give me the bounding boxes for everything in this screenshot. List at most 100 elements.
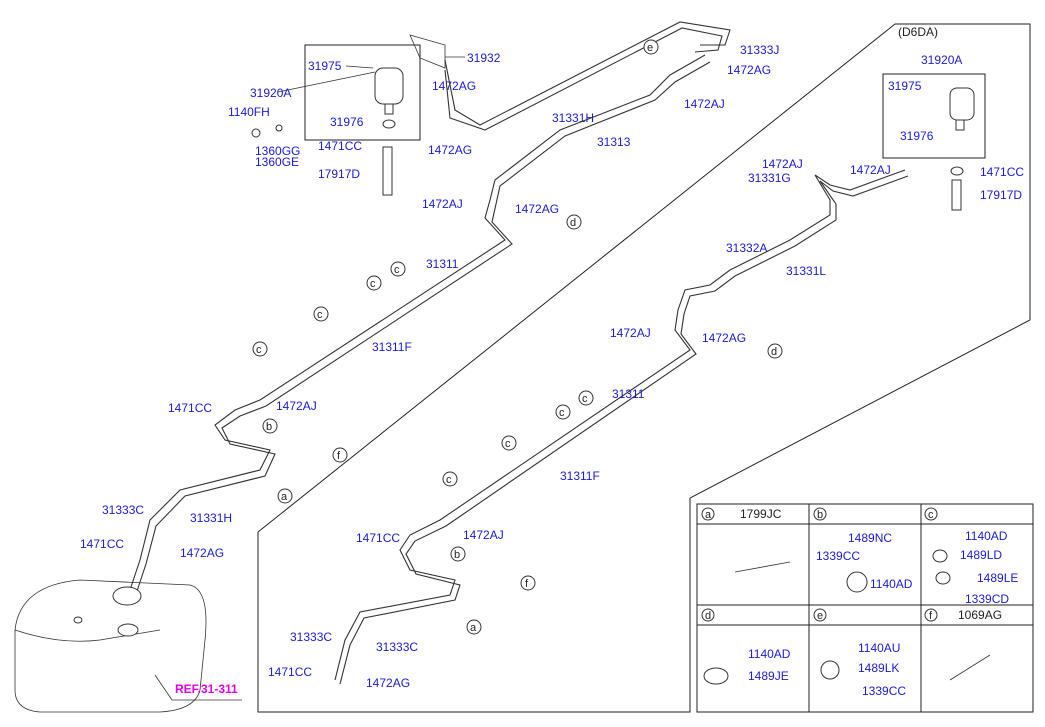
callout-a-2: a [466, 619, 482, 635]
label-31975-left: 31975 [308, 59, 342, 73]
label-31976-right: 31976 [900, 129, 934, 143]
svg-text:b: b [454, 549, 460, 561]
label-31976-left: 31976 [330, 115, 364, 129]
svg-text:a: a [705, 509, 712, 521]
callout-c-3: c [366, 275, 382, 291]
svg-text:d: d [705, 610, 711, 622]
label-1360ge: 1360GE [255, 155, 299, 169]
svg-text:e: e [647, 42, 653, 54]
callout-c-4: c [390, 261, 406, 277]
filter-bracket-box-right [882, 73, 986, 159]
svg-text:1489JE: 1489JE [748, 669, 789, 683]
ref-31-311: REF.31-311 [175, 682, 238, 696]
callout-b-2: b [450, 546, 466, 562]
label-31331g: 31331G [748, 171, 791, 185]
svg-text:a: a [281, 491, 288, 503]
svg-text:d: d [570, 217, 576, 229]
label-31331h-b: 31331H [190, 511, 232, 525]
label-31333j: 31333J [740, 43, 779, 57]
label-1471cc-c: 1471CC [80, 537, 124, 551]
svg-text:a: a [470, 622, 477, 634]
callout-d-2: d [767, 343, 783, 359]
callout-e-1: e [643, 39, 659, 55]
label-1472aj-r4: 1472AJ [463, 528, 504, 542]
legend-cell-d: d 1140AD 1489JE [701, 608, 791, 685]
svg-text:c: c [559, 407, 565, 419]
label-31920a-right: 31920A [921, 53, 962, 67]
svg-text:1339CD: 1339CD [965, 592, 1009, 606]
label-1472aj-r3: 1472AJ [610, 326, 651, 340]
legend-cell-f: f 1069AG [924, 608, 1002, 681]
svg-text:1489LE: 1489LE [977, 571, 1018, 585]
svg-text:1799JC: 1799JC [740, 507, 782, 521]
label-31311f-a: 31311F [372, 340, 412, 354]
svg-text:f: f [337, 450, 341, 462]
label-17917d-right: 17917D [980, 188, 1022, 202]
label-1472ag-c: 1472AG [727, 63, 771, 77]
svg-text:b: b [817, 509, 823, 521]
svg-text:1140AD: 1140AD [870, 577, 913, 591]
label-1472aj-c: 1472AJ [276, 399, 317, 413]
svg-text:e: e [817, 610, 823, 622]
callout-c-1: c [252, 341, 268, 357]
label-31311-a: 31311 [426, 257, 459, 271]
svg-text:1339CC: 1339CC [862, 684, 906, 698]
svg-text:c: c [446, 474, 452, 486]
svg-text:1140AU: 1140AU [858, 641, 900, 655]
svg-text:1069AG: 1069AG [958, 608, 1002, 622]
label-1471cc-r2: 1471CC [356, 531, 400, 545]
svg-text:1339CC: 1339CC [816, 549, 860, 563]
callout-a-1: a [277, 488, 293, 504]
label-31920a-left: 31920A [250, 86, 291, 100]
label-31333c-r1: 31333C [290, 630, 332, 644]
label-1472ag-a: 1472AG [432, 79, 476, 93]
label-1472ag-d: 1472AG [515, 202, 559, 216]
label-1360gg: 1360GG [255, 144, 300, 158]
svg-text:c: c [928, 509, 934, 521]
svg-text:1489LD: 1489LD [960, 548, 1002, 562]
svg-text:c: c [582, 393, 588, 405]
label-31311-r: 31311 [612, 387, 645, 401]
svg-text:d: d [771, 346, 777, 358]
svg-text:c: c [505, 438, 511, 450]
label-1472aj-b: 1472AJ [422, 197, 463, 211]
fuel-filter-right [949, 87, 975, 211]
callout-b-1: b [262, 418, 278, 434]
label-1140fh: 1140FH [228, 105, 270, 119]
label-1471cc-a: 1471CC [318, 139, 362, 153]
svg-text:1140AD: 1140AD [965, 529, 1008, 543]
label-31975-right: 31975 [888, 79, 922, 93]
svg-text:c: c [256, 344, 262, 356]
legend-cell-e: e 1140AU 1489LK 1339CC [813, 608, 906, 698]
callout-d-1: d [566, 214, 582, 230]
legend-cell-b: b 1489NC 1339CC 1140AD [813, 507, 913, 593]
label-1472ag-e: 1472AG [180, 546, 224, 560]
label-31331l: 31331L [786, 264, 826, 278]
filter-bracket-box [304, 44, 421, 141]
label-31333c-a: 31333C [102, 503, 144, 517]
fuel-filter-left [374, 34, 446, 196]
label-1472ag-r1: 1472AG [702, 331, 746, 345]
callout-c-6: c [501, 435, 517, 451]
callout-f-2: f [520, 575, 536, 591]
svg-text:f: f [929, 610, 933, 622]
callout-c-7: c [555, 404, 571, 420]
label-1472aj-a: 1472AJ [684, 97, 725, 111]
label-1472aj-r2: 1472AJ [850, 163, 891, 177]
callout-c-5: c [442, 471, 458, 487]
callout-f-1: f [332, 447, 348, 463]
label-1471cc-r3: 1471CC [268, 665, 312, 679]
label-1472ag-r2: 1472AG [366, 676, 410, 690]
svg-text:b: b [266, 421, 272, 433]
label-31332a: 31332A [726, 241, 767, 255]
variant-label: (D6DA) [898, 25, 938, 39]
callout-c-8: c [578, 390, 594, 406]
legend-cell-c: c 1140AD 1489LD 1489LE 1339CD [924, 507, 1018, 606]
label-1472ag-b: 1472AG [428, 143, 472, 157]
svg-text:1489LK: 1489LK [858, 661, 899, 675]
legend-table [696, 503, 1034, 713]
svg-text:1140AD: 1140AD [748, 647, 791, 661]
label-1471cc-right: 1471CC [980, 165, 1024, 179]
svg-text:c: c [317, 309, 323, 321]
